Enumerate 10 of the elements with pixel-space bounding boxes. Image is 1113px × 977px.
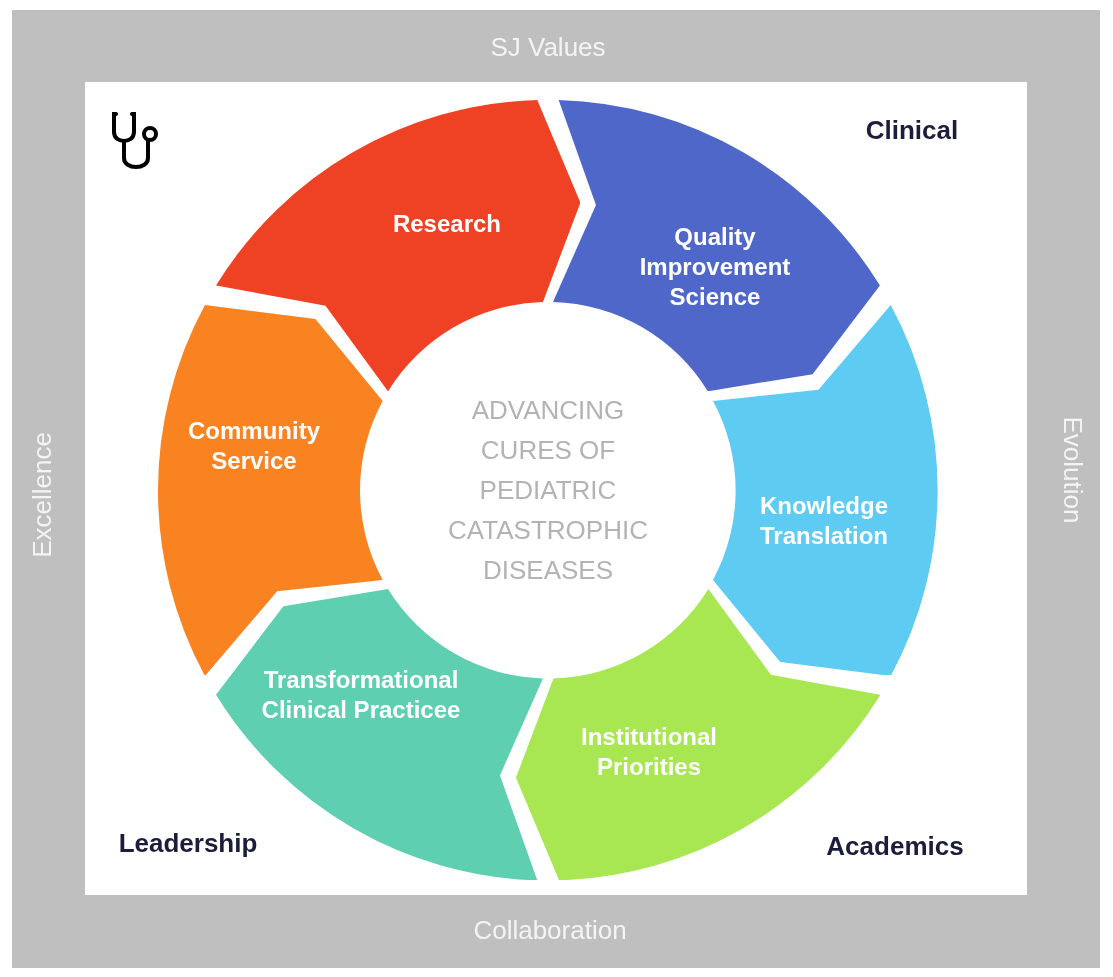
corner-label: Clinical	[865, 114, 959, 146]
segment-label: Knowledge Translation	[758, 491, 889, 551]
segment-label: Institutional Priorities	[580, 722, 718, 782]
segment-label: Research	[391, 209, 502, 239]
segment-label: Transformational Clinical Practicee	[260, 665, 462, 725]
segment-label: Community Service	[187, 416, 321, 476]
corner-label: Academics	[826, 830, 964, 862]
center-text: ADVANCING CURES OF PEDIATRIC CATASTROPHIC DISEASES	[447, 394, 649, 587]
corner-label: Leadership	[118, 827, 258, 859]
segment-label: Quality Improvement Science	[638, 222, 792, 312]
